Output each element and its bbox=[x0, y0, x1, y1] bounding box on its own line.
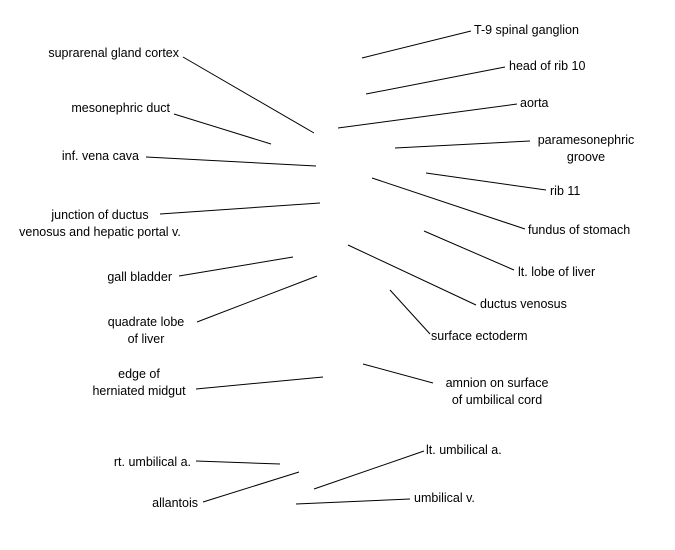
leader-line-edge-of-herniated-midgut bbox=[195, 376, 324, 390]
label-allantois: allantois bbox=[152, 496, 198, 510]
label-edge-of-herniated-midgut: edge of herniated midgut bbox=[92, 367, 186, 398]
label-mesonephric-duct: mesonephric duct bbox=[71, 101, 170, 115]
leader-line-junction-ductus-venosus bbox=[159, 202, 321, 215]
label-t9-spinal-ganglion: T-9 spinal ganglion bbox=[474, 23, 579, 37]
label-ductus-venosus: ductus venosus bbox=[480, 297, 567, 311]
label-suprarenal-gland-cortex: suprarenal gland cortex bbox=[48, 46, 179, 60]
leader-line-head-of-rib-10 bbox=[365, 66, 506, 95]
leader-line-gall-bladder bbox=[178, 256, 294, 277]
label-head-of-rib-10: head of rib 10 bbox=[509, 59, 586, 73]
label-rib-11: rib 11 bbox=[550, 184, 581, 198]
leader-line-umbilical-v bbox=[295, 498, 411, 505]
leader-line-aorta bbox=[337, 103, 518, 129]
leader-line-mesonephric-duct bbox=[173, 113, 272, 145]
leader-line-t9-spinal-ganglion bbox=[361, 30, 472, 59]
label-gall-bladder: gall bladder bbox=[107, 270, 172, 284]
leader-line-fundus-of-stomach bbox=[371, 177, 526, 230]
label-inf-vena-cava: inf. vena cava bbox=[61, 149, 139, 163]
leader-line-amnion-on-umbilical-cord bbox=[362, 363, 434, 384]
label-fundus-of-stomach: fundus of stomach bbox=[528, 223, 631, 237]
leader-line-paramesonephric-groove bbox=[394, 140, 531, 149]
label-quadrate-lobe-of-liver: quadrate lobe of liver bbox=[107, 315, 185, 346]
leader-line-inf-vena-cava bbox=[145, 156, 317, 167]
label-aorta: aorta bbox=[520, 96, 549, 110]
label-umbilical-v: umbilical v. bbox=[414, 491, 475, 505]
leader-line-quadrate-lobe-of-liver bbox=[196, 275, 318, 323]
leader-line-rt-umbilical-a bbox=[195, 460, 281, 465]
label-amnion-on-surface-of-umbilical-cord: amnion on surface of umbilical cord bbox=[445, 376, 549, 407]
leader-line-lt-umbilical-a bbox=[313, 450, 425, 490]
leader-line-lt-lobe-of-liver bbox=[423, 230, 515, 271]
label-junction-of-ductus-venosus: junction of ductus venosus and hepatic p… bbox=[19, 208, 181, 239]
label-paramesonephric-groove: paramesonephric groove bbox=[537, 133, 635, 164]
leader-line-rib-11 bbox=[425, 172, 547, 191]
leader-line-suprarenal-gland-cortex bbox=[182, 56, 315, 134]
leader-line-allantois bbox=[202, 471, 300, 503]
label-surface-ectoderm: surface ectoderm bbox=[431, 329, 528, 343]
label-rt-umbilical-a: rt. umbilical a. bbox=[113, 455, 191, 469]
label-lt-umbilical-a: lt. umbilical a. bbox=[426, 443, 502, 457]
leader-line-surface-ectoderm bbox=[389, 289, 431, 335]
label-lt-lobe-of-liver: lt. lobe of liver bbox=[518, 265, 596, 279]
leader-line-ductus-venosus bbox=[347, 244, 477, 306]
